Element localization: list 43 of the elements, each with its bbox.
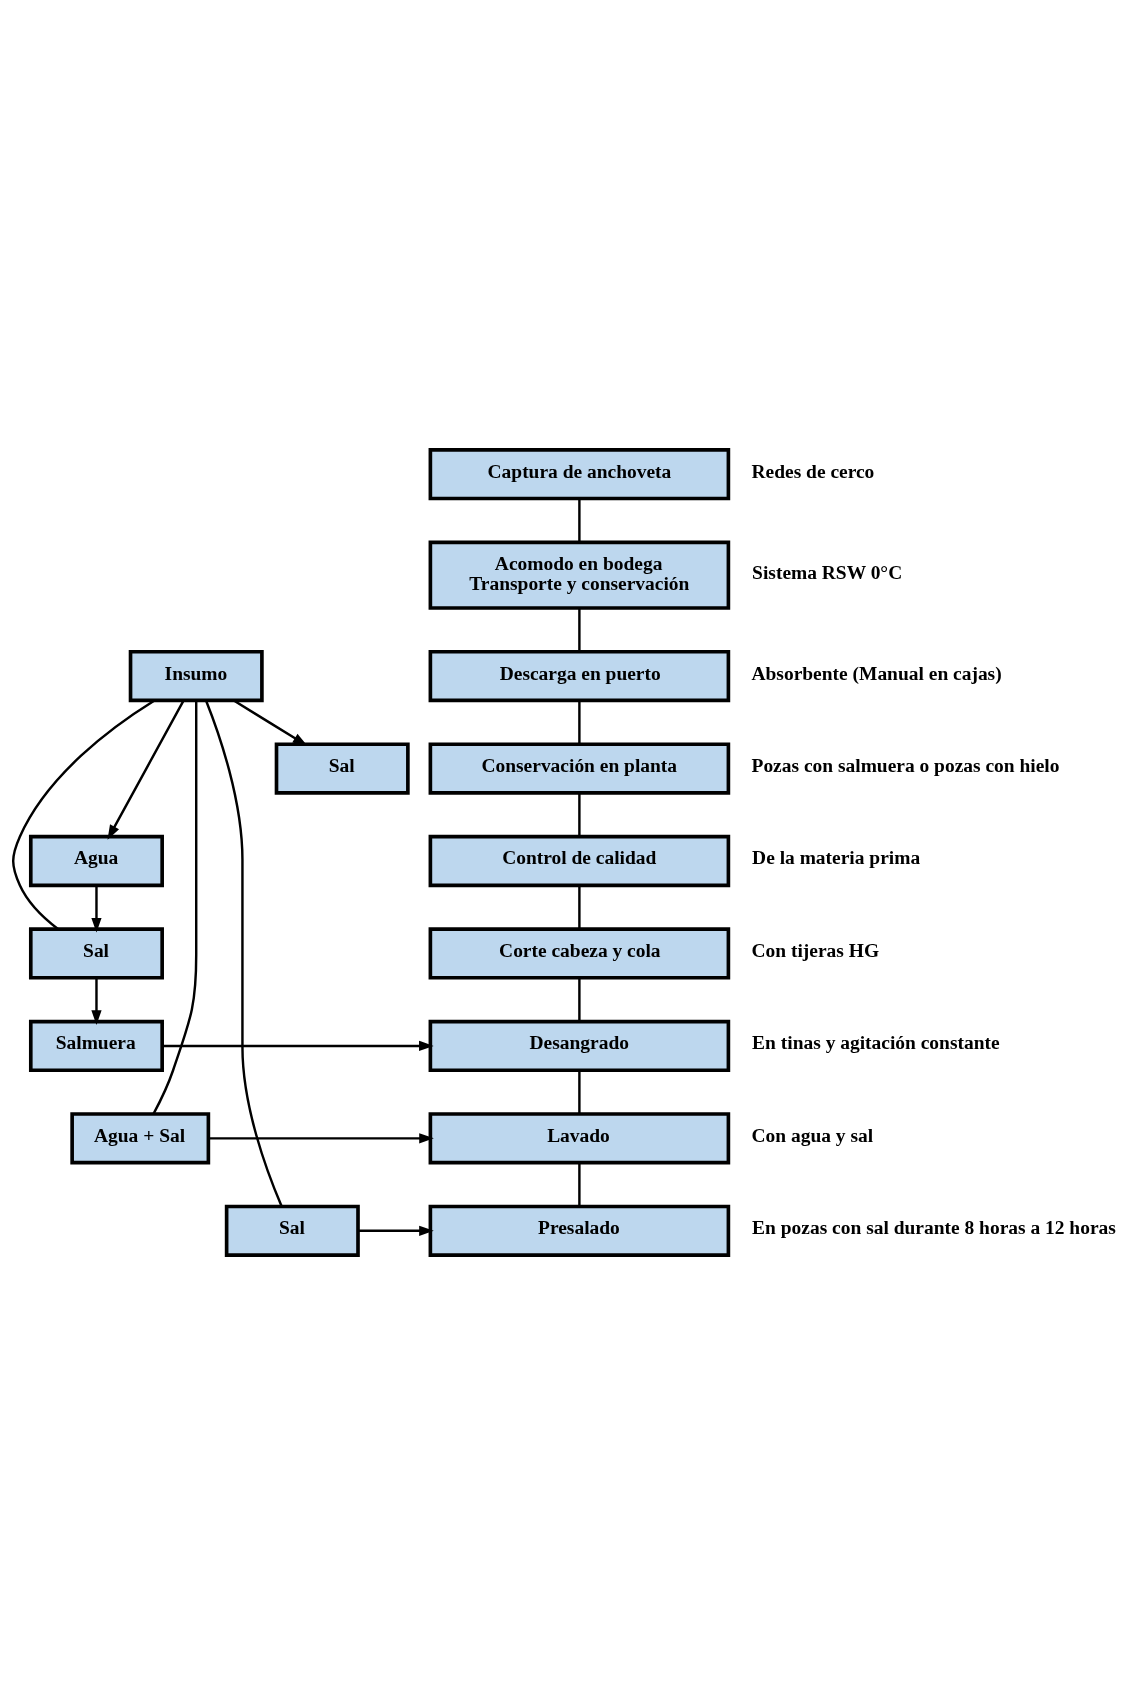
- node-label: Absorbente (Manual en cajas): [751, 662, 1002, 684]
- node-box: Sal: [274, 741, 410, 795]
- node-box: Sal: [224, 1204, 360, 1257]
- node-box: Conservación en planta: [428, 741, 731, 795]
- node-box: Control de calidad: [428, 834, 731, 887]
- arrow: [233, 699, 308, 746]
- connector: [578, 884, 581, 929]
- arrow: [208, 1132, 434, 1143]
- node-box: Descarga en puerto: [428, 649, 731, 702]
- node-label: Con agua y sal: [751, 1124, 874, 1146]
- node-box: Desangrado: [428, 1019, 731, 1072]
- connector: [578, 977, 581, 1021]
- node-box: Acomodo en bodega Transporte y conservación: [428, 540, 731, 610]
- node-box: Presalado: [428, 1204, 731, 1257]
- arrow: [91, 977, 102, 1025]
- node-label: Sistema RSW 0°C: [752, 561, 903, 583]
- connector: [12, 699, 156, 930]
- arrow: [162, 1040, 434, 1051]
- node-box: Insumo: [128, 649, 264, 702]
- node-box: Agua + Sal: [70, 1111, 211, 1164]
- node-label: Pozas con salmuera o pozas con hielo: [751, 754, 1060, 776]
- node-label: En pozas con sal durante 8 horas a 12 horas: [752, 1216, 1116, 1238]
- node-box: Corte cabeza y cola: [428, 926, 731, 980]
- node-box: Agua: [28, 834, 164, 887]
- arrow: [91, 884, 102, 932]
- connector: [578, 1162, 581, 1206]
- arrow: [107, 699, 185, 840]
- connector: [204, 699, 283, 1206]
- connector: [578, 498, 581, 542]
- node-box: Salmuera: [28, 1019, 164, 1072]
- connector: [578, 1069, 581, 1114]
- node-box: Lavado: [428, 1111, 731, 1164]
- node-label: Con tijeras HG: [751, 939, 880, 961]
- node-label: En tinas y agitación constante: [752, 1031, 1000, 1053]
- connector: [578, 700, 581, 744]
- node-label: De la materia prima: [752, 846, 921, 868]
- arrow: [358, 1225, 434, 1236]
- node-label: Redes de cerco: [751, 460, 875, 482]
- connector: [578, 607, 581, 652]
- connector: [578, 792, 581, 836]
- node-box: Captura de anchoveta: [428, 447, 731, 500]
- node-box: Sal: [28, 926, 164, 980]
- connector: [152, 700, 198, 1114]
